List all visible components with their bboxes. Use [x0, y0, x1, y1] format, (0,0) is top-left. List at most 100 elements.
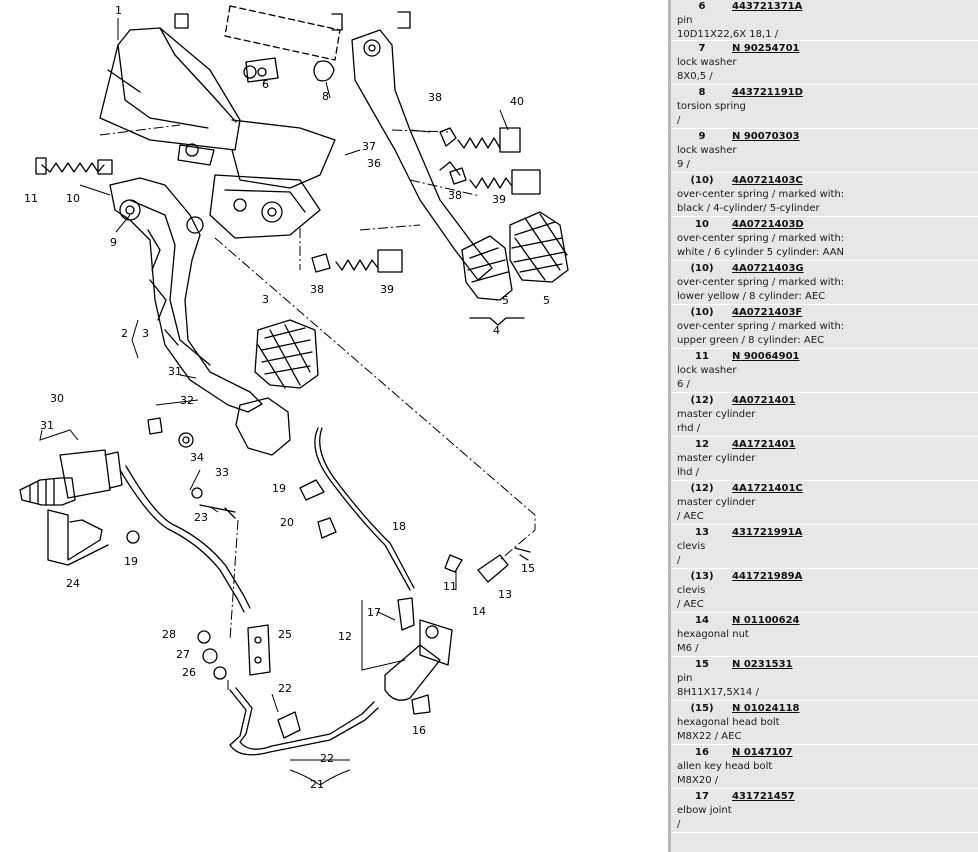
part-spec: / AEC — [677, 599, 704, 610]
part-number-link[interactable]: 443721191D — [732, 87, 803, 98]
callout-labels: 1 3 6 8 37 36 38 40 38 39 11 10 9 3 2 3 … — [24, 4, 550, 791]
part-number-link[interactable]: N 01100624 — [732, 615, 800, 626]
part-description: allen key head bolt — [677, 761, 773, 772]
callout-label: 37 — [362, 140, 376, 153]
position-number: 11 — [695, 351, 709, 362]
part-number-link[interactable]: 431721457 — [732, 791, 795, 802]
parts-list-row[interactable]: 17 431721457 elbow joint / — [671, 789, 978, 833]
callout-label: 38 — [310, 283, 324, 296]
position-number: 14 — [695, 615, 709, 626]
callout-label: 11 — [24, 192, 38, 205]
part-description: master cylinder — [677, 409, 756, 420]
part-number-link[interactable]: N 90070303 — [732, 131, 800, 142]
position-number: (15) — [690, 703, 714, 714]
parts-list-row[interactable]: (12)4A1721401C master cylinder / AEC — [671, 481, 978, 525]
position-number: 7 — [698, 43, 706, 54]
part-number-link[interactable]: N 01024118 — [732, 703, 800, 714]
part-number-link[interactable]: 441721989A — [732, 571, 803, 582]
callout-label: 10 — [66, 192, 80, 205]
callout-label: 5 — [502, 294, 509, 307]
part-number-link[interactable]: N 90064901 — [732, 351, 800, 362]
callout-label: 38 — [448, 189, 462, 202]
part-description: elbow joint — [677, 805, 732, 816]
callout-label: 5 — [543, 294, 550, 307]
callout-label: 2 — [121, 327, 128, 340]
callout-label: 17 — [367, 606, 381, 619]
part-spec: / — [677, 115, 681, 126]
callout-label: 25 — [278, 628, 292, 641]
callout-label: 24 — [66, 577, 80, 590]
part-number-link[interactable]: 4A0721403D — [732, 219, 804, 230]
part-description: torsion spring — [677, 101, 746, 112]
callout-label: 19 — [272, 482, 286, 495]
part-number-link[interactable]: 4A0721403G — [732, 263, 804, 274]
parts-list-row[interactable]: 14 N 01100624 hexagonal nut M6 / — [671, 613, 978, 657]
callout-label: 22 — [278, 682, 292, 695]
position-number: 17 — [695, 791, 709, 802]
part-number-link[interactable]: 4A1721401 — [732, 439, 796, 450]
callout-label: 12 — [338, 630, 352, 643]
part-number-link[interactable]: 4A0721403F — [732, 307, 803, 318]
part-spec: 8X0,5 / — [677, 71, 713, 82]
parts-list-row[interactable]: (10)4A0721403C over-center spring / mark… — [671, 173, 978, 217]
part-description: clevis — [677, 541, 706, 552]
part-spec: M6 / — [677, 643, 699, 654]
parts-list-row[interactable]: 9 N 90070303 lock washer 9 / — [671, 129, 978, 173]
parts-list-row[interactable]: (12)4A0721401 master cylinder rhd / — [671, 393, 978, 437]
part-number-link[interactable]: 443721371A — [732, 1, 803, 12]
callout-label: 32 — [180, 394, 194, 407]
exploded-parts-diagram: 1 3 6 8 37 36 38 40 38 39 11 10 9 3 2 3 … — [19, 4, 569, 791]
parts-list-row[interactable]: 8 443721191D torsion spring / — [671, 85, 978, 129]
callout-label: 28 — [162, 628, 176, 641]
callout-label: 15 — [521, 562, 535, 575]
part-description: hexagonal nut — [677, 629, 749, 640]
part-description: lock washer — [677, 145, 737, 156]
part-number-link[interactable]: 4A0721403C — [732, 175, 803, 186]
parts-list-row[interactable]: 7 N 90254701 lock washer 8X0,5 / — [671, 41, 978, 85]
callout-label: 8 — [322, 90, 329, 103]
part-number-link[interactable]: 4A1721401C — [732, 483, 803, 494]
part-number-link[interactable]: N 90254701 — [732, 43, 800, 54]
part-description: pin — [677, 15, 693, 26]
callout-label: 33 — [215, 466, 229, 479]
position-number: 12 — [695, 439, 709, 450]
callout-label: 36 — [367, 157, 381, 170]
part-description: master cylinder — [677, 497, 756, 508]
part-spec: / — [677, 819, 681, 830]
part-spec: 9 / — [677, 159, 690, 170]
pane-divider[interactable] — [668, 0, 671, 852]
callout-label: 38 — [428, 91, 442, 104]
parts-list-row[interactable]: (15)N 01024118 hexagonal head bolt M8X22… — [671, 701, 978, 745]
position-number: (12) — [690, 395, 714, 406]
position-number: 8 — [698, 87, 706, 98]
part-description: master cylinder — [677, 453, 756, 464]
callout-label: 1 — [115, 4, 122, 17]
part-spec: upper green / 8 cylinder: AEC — [677, 335, 825, 346]
part-description: over-center spring / marked with: — [677, 277, 845, 288]
position-number: (10) — [690, 307, 714, 318]
part-spec: 6 / — [677, 379, 690, 390]
part-spec: / — [677, 555, 681, 566]
part-description: clevis — [677, 585, 706, 596]
part-number-link[interactable]: N 0231531 — [732, 659, 793, 670]
part-description: lock washer — [677, 57, 737, 68]
callout-label: 22 — [320, 752, 334, 765]
part-description: over-center spring / marked with: — [677, 321, 845, 332]
part-spec: black / 4-cylinder/ 5-cylinder — [677, 203, 820, 214]
parts-list-row[interactable]: (10)4A0721403G over-center spring / mark… — [671, 261, 978, 305]
part-description: hexagonal head bolt — [677, 717, 780, 728]
part-number-link[interactable]: 4A0721401 — [732, 395, 796, 406]
part-number-link[interactable]: N 0147107 — [732, 747, 793, 758]
position-number: 9 — [698, 131, 706, 142]
parts-list-row[interactable]: (13)441721989A clevis / AEC — [671, 569, 978, 613]
parts-list-row[interactable]: (10) 4A0721403F over-center spring / mark… — [671, 305, 978, 349]
part-number-link[interactable]: 431721991A — [732, 527, 803, 538]
callout-label: 34 — [190, 451, 204, 464]
